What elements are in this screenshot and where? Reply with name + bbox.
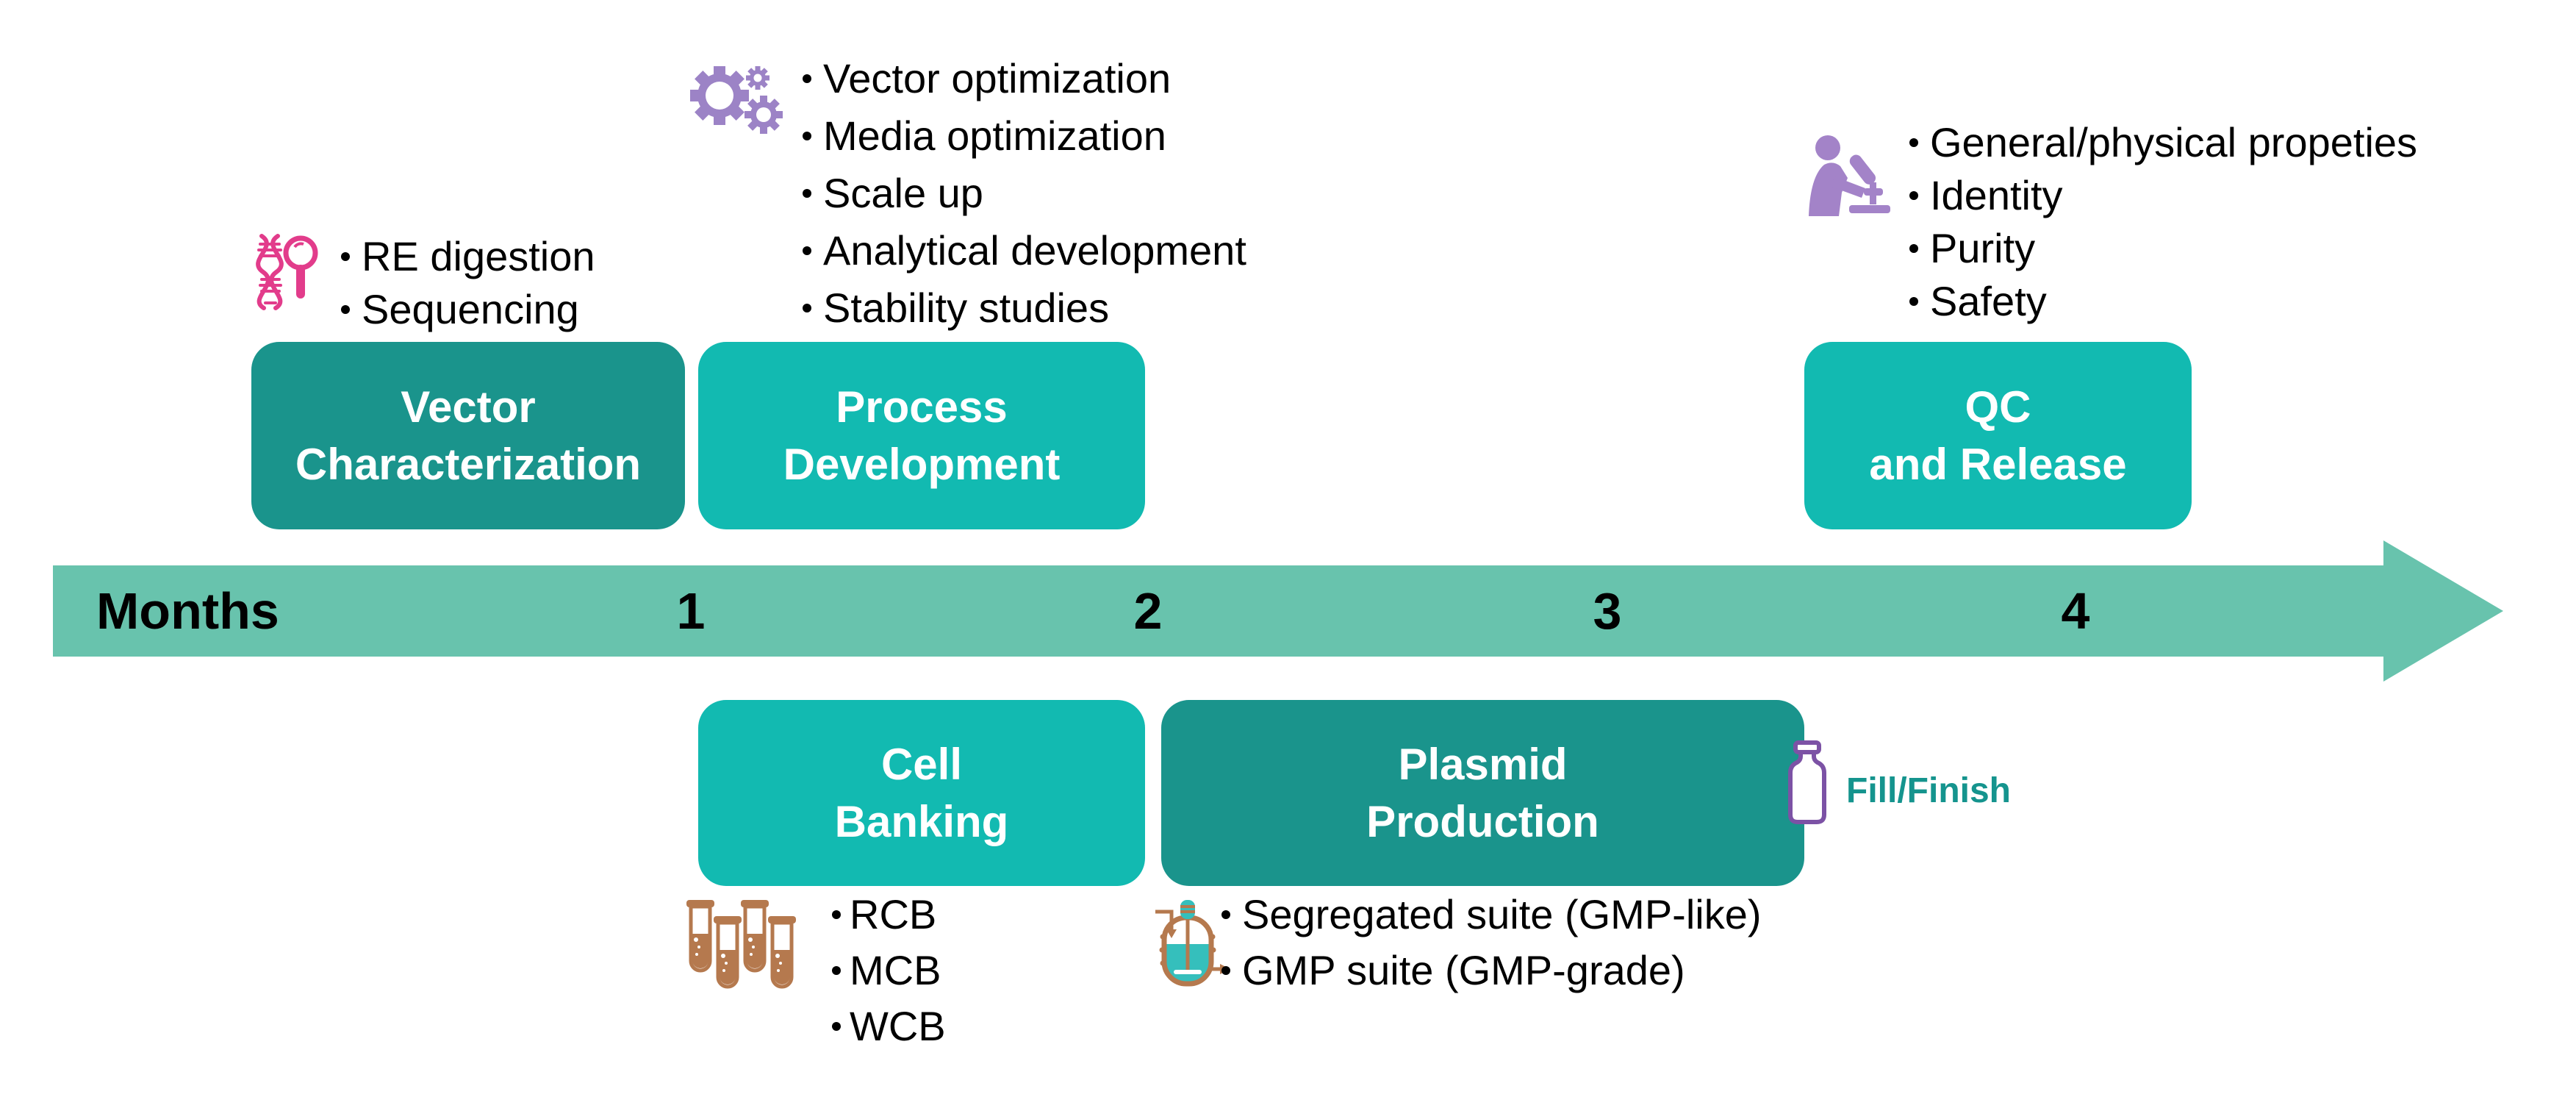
qc-release-note-list: General/physical propeties Identity Puri… <box>1905 116 2417 328</box>
vector-characterization-note-list: RE digestion Sequencing <box>337 230 595 336</box>
dna-magnifier-icon <box>252 234 320 310</box>
plasmid-production-note-list: Segregated suite (GMP-like) GMP suite (G… <box>1217 887 1762 998</box>
note-item: General/physical propeties <box>1905 116 2417 169</box>
phase-title: Vector Characterization <box>295 382 642 489</box>
month-tick-2: 2 <box>1133 582 1163 640</box>
scientist-microscope-icon <box>1805 134 1893 221</box>
timeline-arrow-bar <box>53 565 2383 657</box>
vial-icon <box>1787 740 1827 825</box>
note-item: RCB <box>830 887 946 943</box>
month-tick-1: 1 <box>676 582 706 640</box>
note-item: Safety <box>1905 275 2417 328</box>
timeline-axis-label: Months <box>96 582 279 640</box>
note-item: Stability studies <box>798 279 1246 337</box>
note-item: Purity <box>1905 222 2417 275</box>
phase-box-qc-and-release: QC and Release <box>1804 342 2192 529</box>
phase-title: Process Development <box>783 382 1061 489</box>
fill-finish-label: Fill/Finish <box>1846 771 2011 810</box>
note-item: Sequencing <box>337 283 595 336</box>
month-tick-4: 4 <box>2061 582 2090 640</box>
phase-title: Cell Banking <box>834 739 1009 846</box>
note-item: Media optimization <box>798 107 1246 165</box>
phase-box-cell-banking: Cell Banking <box>698 700 1145 886</box>
phase-box-process-development: Process Development <box>698 342 1145 529</box>
phase-box-plasmid-production: Plasmid Production <box>1161 700 1804 886</box>
note-item: Identity <box>1905 169 2417 222</box>
test-tubes-icon <box>686 897 796 997</box>
note-item: Analytical development <box>798 222 1246 279</box>
note-item: Scale up <box>798 165 1246 222</box>
gears-icon <box>689 66 784 137</box>
phase-title: QC and Release <box>1869 382 2127 489</box>
note-item: RE digestion <box>337 230 595 283</box>
process-development-note-list: Vector optimization Media optimization S… <box>798 50 1246 337</box>
month-tick-3: 3 <box>1593 582 1622 640</box>
note-item: Vector optimization <box>798 50 1246 107</box>
bioreactor-icon <box>1154 898 1232 993</box>
timeline-arrowhead <box>2383 540 2503 682</box>
phase-box-vector-characterization: Vector Characterization <box>251 342 685 529</box>
note-item: WCB <box>830 998 946 1054</box>
note-item: GMP suite (GMP-grade) <box>1217 943 1762 998</box>
note-item: Segregated suite (GMP-like) <box>1217 887 1762 943</box>
cell-banking-note-list: RCB MCB WCB <box>830 887 946 1054</box>
note-item: MCB <box>830 943 946 998</box>
phase-title: Plasmid Production <box>1366 739 1599 846</box>
